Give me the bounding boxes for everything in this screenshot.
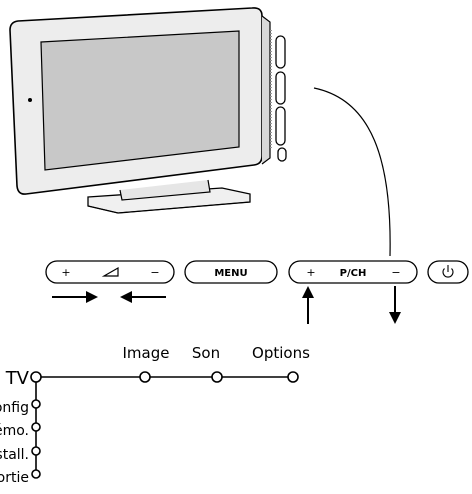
power-button[interactable] (427, 260, 469, 284)
svg-text:Config: Config (0, 400, 29, 416)
volume-minus-label: − (150, 266, 159, 279)
volume-plus-label: + (61, 266, 70, 279)
pch-button[interactable]: + P/CH − (288, 260, 418, 284)
arrow-left-icon (120, 291, 166, 303)
menu-label: MENU (214, 268, 247, 279)
arrows (52, 286, 401, 324)
menu-item-install[interactable]: Install. (0, 446, 41, 463)
arrow-right-icon (52, 291, 98, 303)
menu-item-son[interactable]: Son (192, 344, 223, 383)
menu-item-demo[interactable]: Démo. (0, 422, 41, 439)
menu-item-image[interactable]: Image (123, 344, 170, 383)
menu-root-label: TV (5, 368, 30, 389)
svg-text:Options: Options (252, 344, 310, 362)
pch-plus-label: + (306, 266, 315, 279)
menu-item-options[interactable]: Options (252, 344, 310, 383)
arrow-up-icon (302, 286, 314, 324)
power-icon (442, 265, 454, 278)
svg-text:Install.: Install. (0, 447, 29, 463)
svg-text:Son: Son (192, 344, 220, 362)
tv-set-illustration (9, 7, 391, 257)
svg-text:Image: Image (123, 344, 170, 362)
arrow-down-icon (389, 286, 401, 324)
menu-tree: TV Image Son Options Config Démo. Instal… (0, 344, 310, 486)
pch-label: P/CH (340, 268, 367, 279)
menu-item-config[interactable]: Config (0, 399, 41, 416)
control-button-bar: + − MENU + P/CH − (45, 260, 469, 284)
menu-item-sortie[interactable]: Sortie (0, 469, 41, 486)
volume-button[interactable]: + − (45, 260, 175, 284)
tv-node (30, 371, 42, 383)
svg-text:Sortie: Sortie (0, 470, 29, 486)
svg-text:Démo.: Démo. (0, 423, 29, 439)
pch-minus-label: − (391, 266, 400, 279)
volume-icon (101, 266, 119, 277)
menu-button[interactable]: MENU (184, 260, 278, 284)
